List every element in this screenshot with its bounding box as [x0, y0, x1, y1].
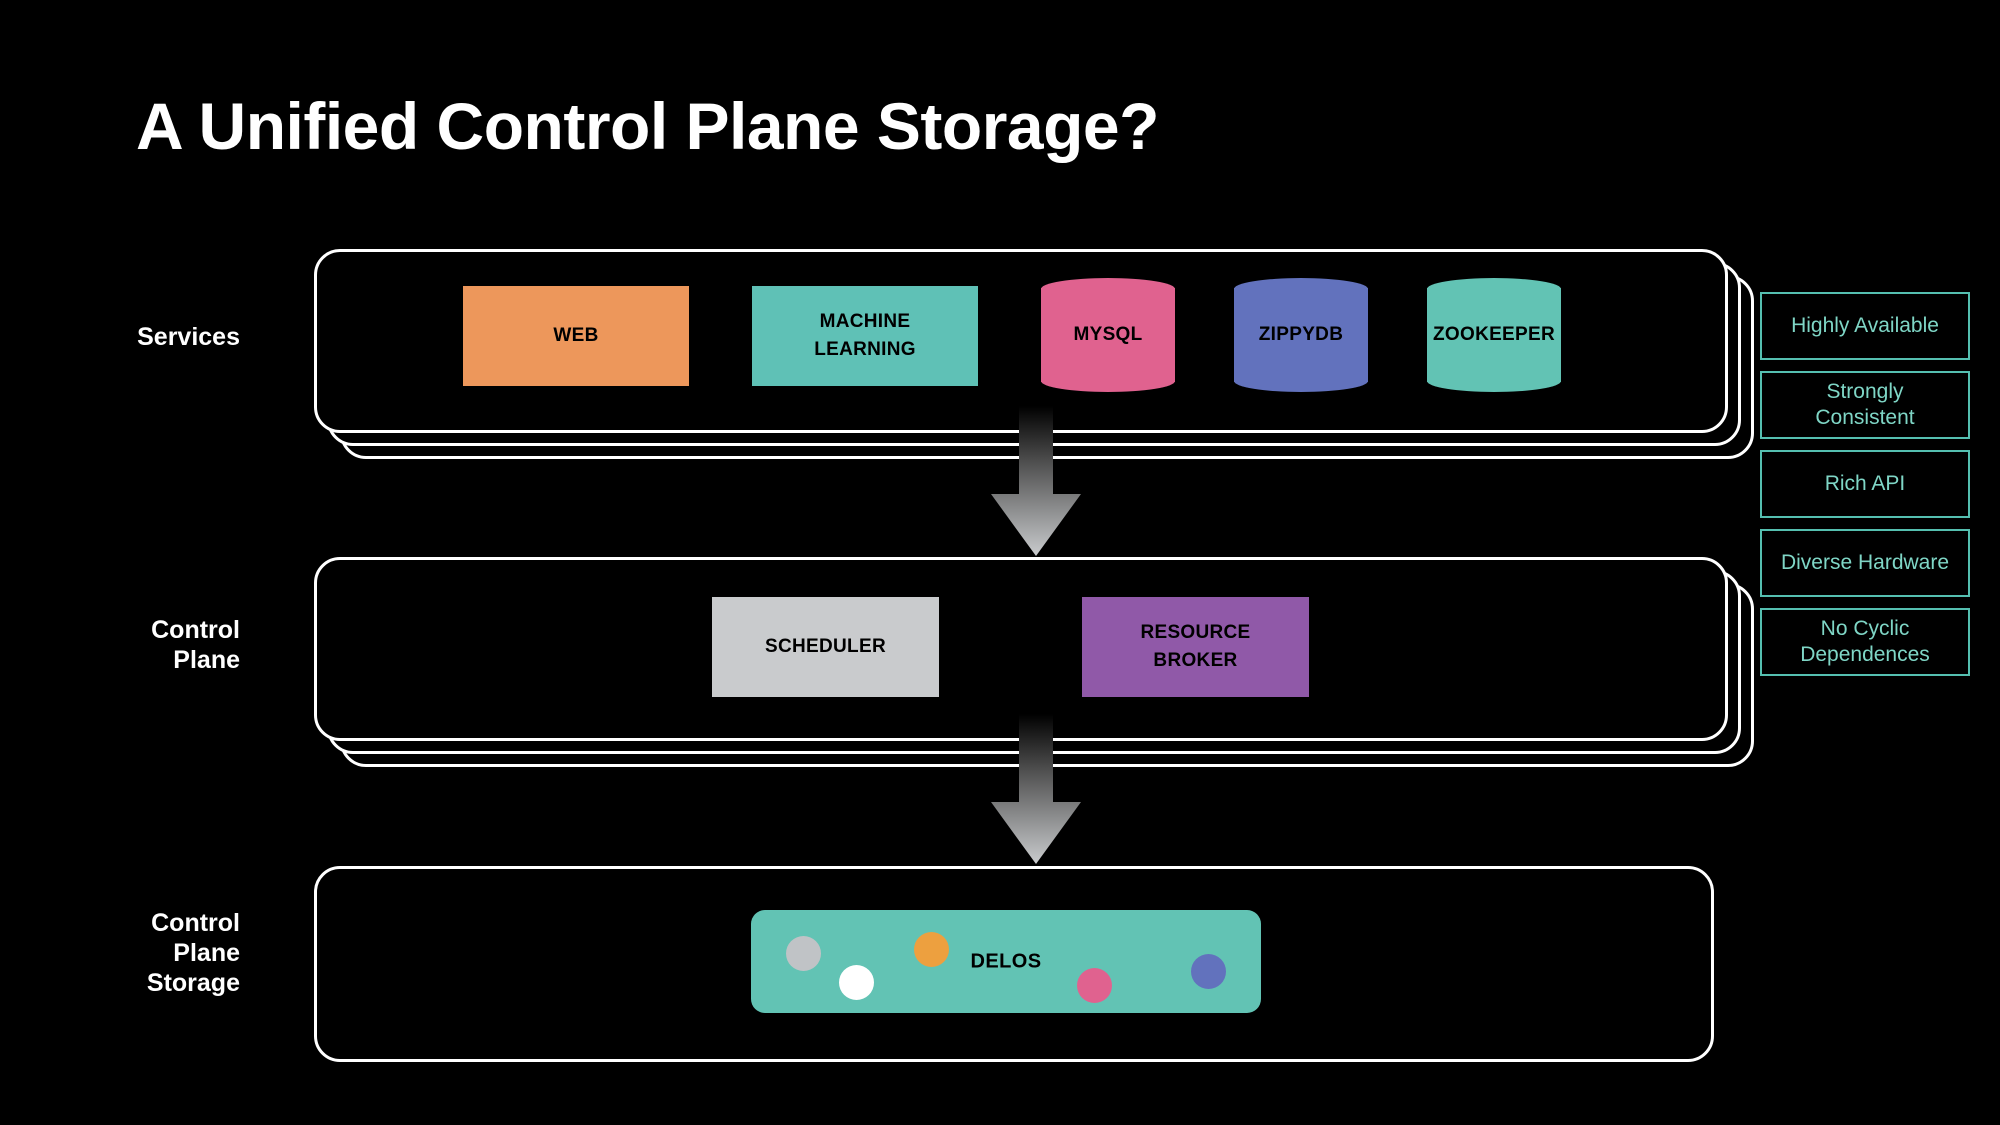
node-machine-learning-label-line2: LEARNING: [814, 339, 916, 360]
delos-dot-pink: [1077, 968, 1112, 1003]
zookeeper-cylinder-body: [1427, 288, 1561, 382]
row-label-control-plane-line1: Control: [151, 616, 240, 644]
node-delos[interactable]: DELOS: [751, 910, 1261, 1013]
mysql-cylinder-bottom: [1041, 370, 1175, 392]
row-label-control-plane-line2: Plane: [173, 646, 240, 674]
row-label-services-text: Services: [137, 323, 240, 351]
zippydb-cylinder-bottom: [1234, 370, 1368, 392]
requirements-list: Highly Available Strongly Consistent Ric…: [1760, 292, 1970, 687]
requirement-rich-api-label: Rich API: [1824, 471, 1906, 495]
requirement-highly-available-label: Highly Available: [1791, 313, 1939, 337]
row-label-control-plane-storage-line1: Control: [151, 909, 240, 937]
node-zookeeper-label: ZOOKEEPER: [1433, 324, 1555, 345]
requirement-no-cyclic-dependences-line2: Dependences: [1800, 643, 1930, 666]
node-scheduler[interactable]: SCHEDULER: [712, 597, 939, 697]
row-label-control-plane-storage-line3: Storage: [146, 969, 240, 997]
requirement-rich-api[interactable]: Rich API: [1760, 450, 1970, 518]
node-resource-broker-label-line2: BROKER: [1153, 650, 1238, 671]
node-zookeeper[interactable]: ZOOKEEPER: [1427, 278, 1561, 392]
requirement-strongly-consistent[interactable]: Strongly Consistent: [1760, 371, 1970, 439]
arrow-control-plane-to-storage-icon: [991, 714, 1081, 864]
node-scheduler-label: SCHEDULER: [765, 636, 886, 658]
delos-dot-gray: [786, 936, 821, 971]
delos-dot-white: [839, 965, 874, 1000]
row-label-control-plane-storage: Control Plane Storage: [10, 908, 240, 998]
requirement-diverse-hardware[interactable]: Diverse Hardware: [1760, 529, 1970, 597]
node-machine-learning[interactable]: MACHINE LEARNING: [752, 286, 978, 386]
zookeeper-cylinder-bottom: [1427, 370, 1561, 392]
row-label-control-plane: Control Plane: [10, 615, 240, 675]
node-web-label: WEB: [553, 325, 599, 347]
node-resource-broker[interactable]: RESOURCE BROKER: [1082, 597, 1309, 697]
node-mysql[interactable]: MYSQL: [1041, 278, 1175, 392]
arrow-services-to-control-plane-icon: [991, 406, 1081, 556]
zippydb-cylinder-body: [1234, 288, 1368, 382]
zippydb-cylinder-top: [1234, 278, 1368, 300]
row-label-services: Services: [10, 322, 240, 352]
node-zippydb[interactable]: ZIPPYDB: [1234, 278, 1368, 392]
delos-dot-blue: [1191, 954, 1226, 989]
page-title: A Unified Control Plane Storage?: [136, 89, 1159, 163]
requirement-no-cyclic-dependences-line1: No Cyclic: [1820, 616, 1910, 640]
node-delos-label: DELOS: [970, 950, 1042, 972]
requirement-highly-available[interactable]: Highly Available: [1760, 292, 1970, 360]
requirement-strongly-consistent-line1: Strongly: [1826, 379, 1904, 403]
row-label-control-plane-storage-line2: Plane: [173, 939, 240, 967]
delos-dot-orange: [914, 932, 949, 967]
mysql-cylinder-top: [1041, 278, 1175, 300]
node-resource-broker-label-line1: RESOURCE: [1140, 622, 1251, 644]
node-zippydb-label: ZIPPYDB: [1258, 324, 1344, 345]
requirement-strongly-consistent-line2: Consistent: [1815, 406, 1915, 429]
mysql-cylinder-body: [1041, 288, 1175, 382]
requirement-diverse-hardware-label: Diverse Hardware: [1780, 550, 1950, 574]
control-plane-container-stack: [314, 557, 1754, 767]
node-mysql-label: MYSQL: [1073, 324, 1143, 345]
requirement-no-cyclic-dependences[interactable]: No Cyclic Dependences: [1760, 608, 1970, 676]
node-web[interactable]: WEB: [463, 286, 689, 386]
zookeeper-cylinder-top: [1427, 278, 1561, 300]
node-machine-learning-label-line1: MACHINE: [819, 311, 911, 333]
